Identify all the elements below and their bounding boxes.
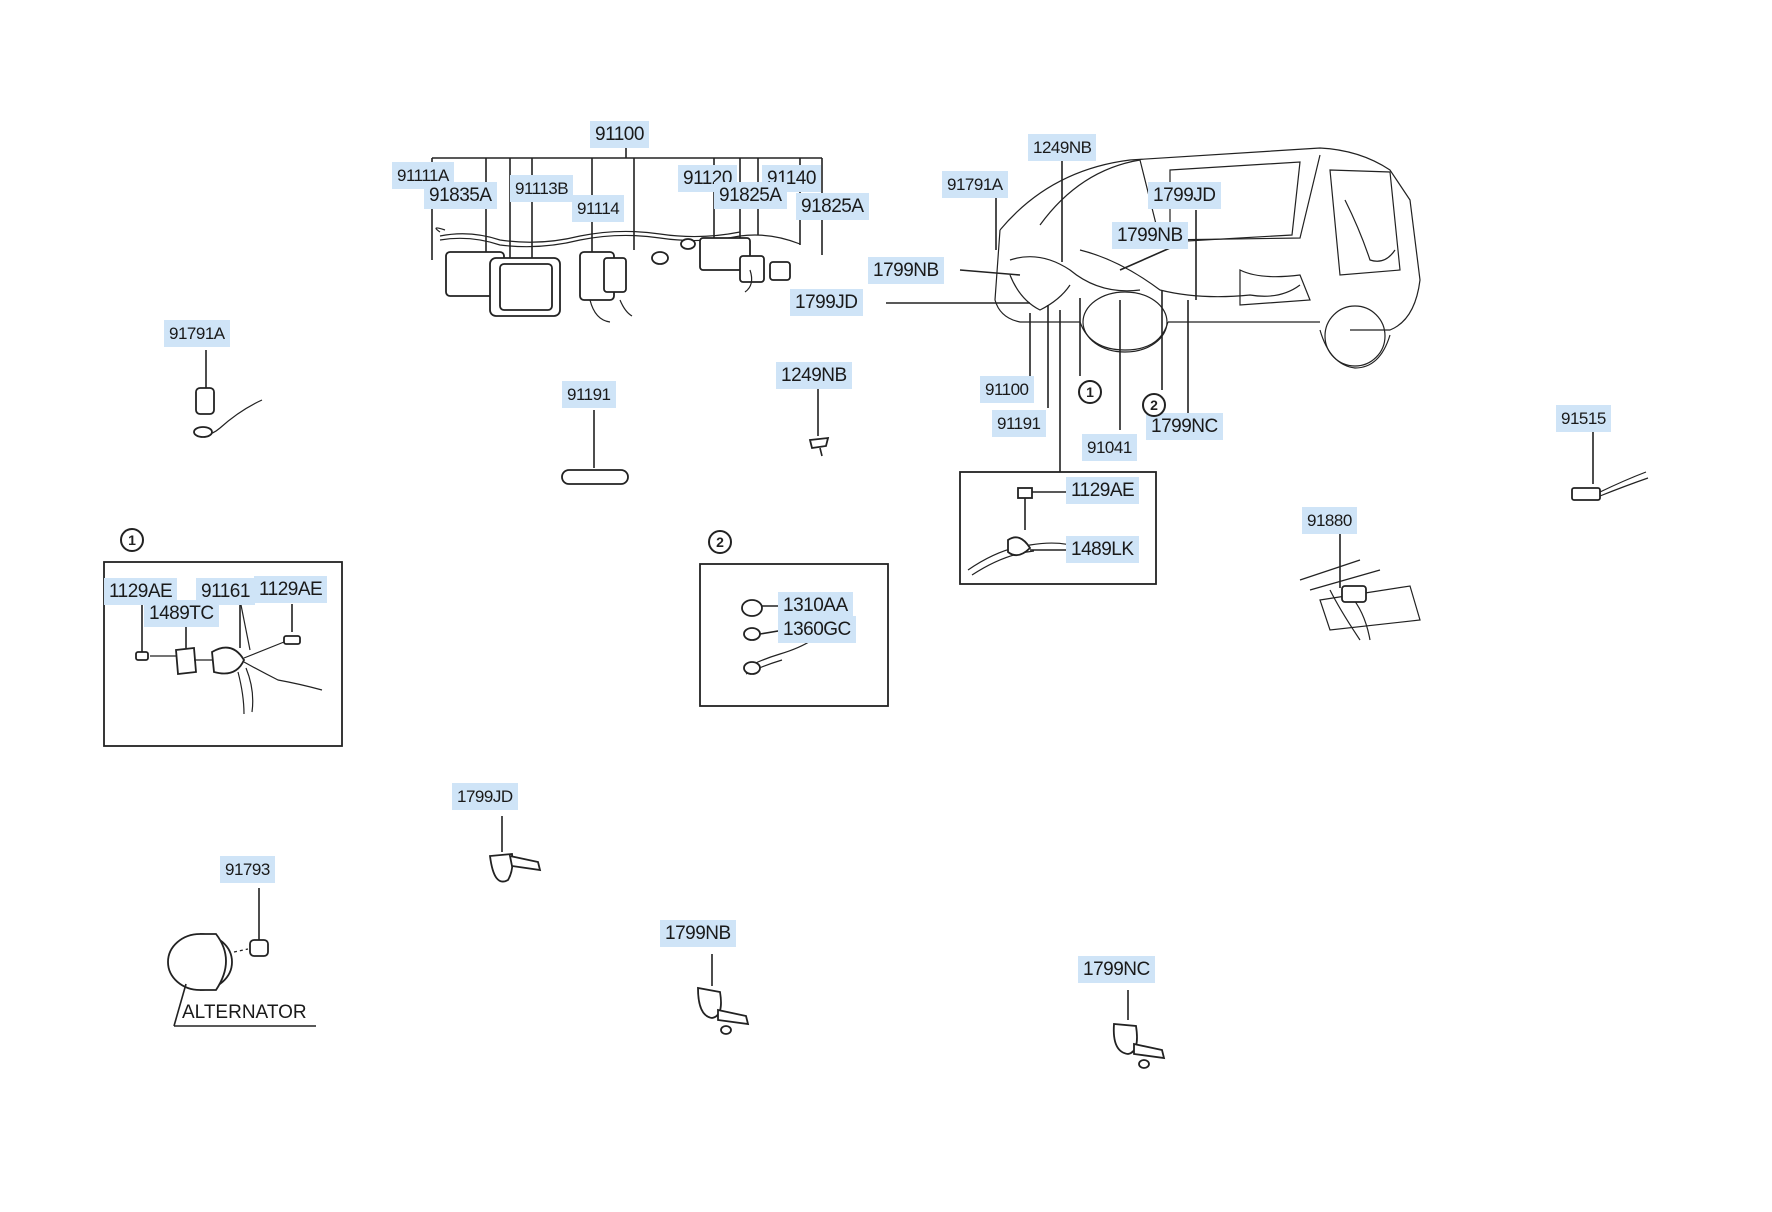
part-label-91191-vehicle[interactable]: 91191 bbox=[992, 410, 1046, 437]
part-label-1799NC-vehicle[interactable]: 1799NC bbox=[1146, 413, 1223, 440]
part-label-91041[interactable]: 91041 bbox=[1082, 434, 1137, 461]
part-91793-alternator-drawing bbox=[167, 888, 316, 1027]
part-label-91191[interactable]: 91191 bbox=[562, 381, 616, 408]
part-label-91825A-1[interactable]: 91825A bbox=[714, 182, 787, 209]
part-label-1799NB-left[interactable]: 1799NB bbox=[868, 257, 944, 284]
part-1799NB-drawing bbox=[697, 954, 750, 1035]
detail-box-1-marker: 1 bbox=[120, 528, 144, 552]
part-label-91113B[interactable]: 91113B bbox=[510, 175, 574, 202]
part-label-91100[interactable]: 91100 bbox=[590, 121, 649, 148]
detail-box-2 bbox=[699, 563, 889, 707]
vehicle-outline bbox=[994, 147, 1421, 369]
part-label-91100-vehicle[interactable]: 91100 bbox=[980, 376, 1034, 403]
part-label-91515[interactable]: 91515 bbox=[1556, 405, 1611, 432]
part-label-91825A-2[interactable]: 91825A bbox=[796, 193, 869, 220]
part-label-91793[interactable]: 91793 bbox=[220, 856, 275, 883]
part-label-1799JD-vehicle[interactable]: 1799JD bbox=[1148, 182, 1221, 209]
part-label-91835A[interactable]: 91835A bbox=[424, 182, 497, 209]
part-label-1129AE-detail[interactable]: 1129AE bbox=[1066, 477, 1140, 504]
part-91515-drawing bbox=[1571, 432, 1649, 501]
reference-marker-1: 1 bbox=[1078, 380, 1102, 404]
part-label-1360GC[interactable]: 1360GC bbox=[778, 616, 856, 643]
part-label-1799NB-vehicle[interactable]: 1799NB bbox=[1112, 222, 1188, 249]
part-label-1249NB[interactable]: 1249NB bbox=[776, 362, 852, 389]
part-label-1489LK[interactable]: 1489LK bbox=[1066, 536, 1139, 563]
vehicle-leaders bbox=[886, 158, 1197, 472]
detail-box-1 bbox=[103, 561, 343, 747]
part-label-91114[interactable]: 91114 bbox=[572, 195, 625, 222]
detail-box-2-marker: 2 bbox=[708, 530, 732, 554]
part-91191-drawing bbox=[561, 410, 629, 485]
part-label-1129AE-b[interactable]: 1129AE bbox=[254, 576, 328, 603]
main-harness-drawing bbox=[435, 227, 801, 323]
part-label-1799JD[interactable]: 1799JD bbox=[452, 783, 518, 810]
part-label-1310AA[interactable]: 1310AA bbox=[778, 592, 853, 619]
part-label-1249NB-vehicle[interactable]: 1249NB bbox=[1028, 134, 1097, 161]
part-label-91791A-vehicle[interactable]: 91791A bbox=[942, 171, 1008, 198]
part-1799JD-drawing bbox=[488, 816, 542, 883]
part-91791A-drawing bbox=[193, 350, 263, 438]
part-1799NC-drawing bbox=[1112, 990, 1166, 1069]
part-label-1799NB[interactable]: 1799NB bbox=[660, 920, 736, 947]
reference-marker-2: 2 bbox=[1142, 393, 1166, 417]
part-label-1799NC[interactable]: 1799NC bbox=[1078, 956, 1155, 983]
part-label-1489TC[interactable]: 1489TC bbox=[144, 600, 219, 627]
part-91880-drawing bbox=[1299, 534, 1421, 641]
part-label-91791A[interactable]: 91791A bbox=[164, 320, 230, 347]
alternator-label: ALTERNATOR bbox=[182, 1002, 307, 1023]
part-label-1799JD-left[interactable]: 1799JD bbox=[790, 289, 863, 316]
part-label-91880[interactable]: 91880 bbox=[1302, 507, 1357, 534]
part-1249NB-drawing bbox=[808, 388, 830, 457]
